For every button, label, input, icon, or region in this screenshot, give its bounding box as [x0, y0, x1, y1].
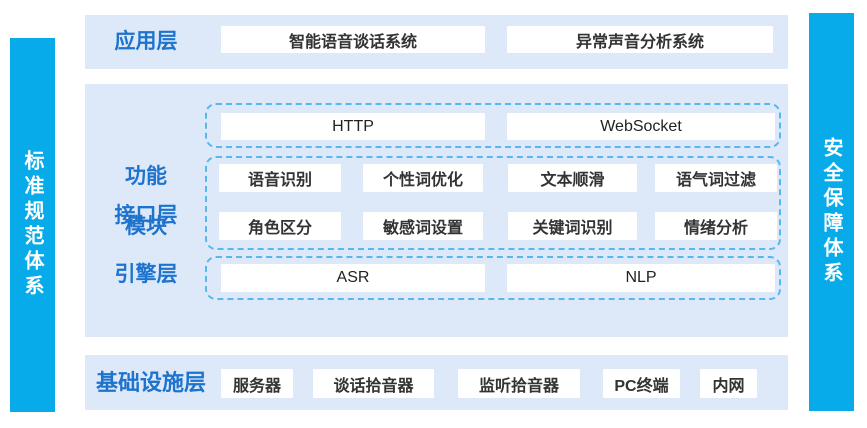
engine-box-asr: ASR — [221, 264, 485, 292]
infra-box-intranet: 内网 — [700, 369, 757, 398]
func-box-speech-recognition: 语音识别 — [219, 164, 341, 192]
function-modules-group — [205, 156, 781, 250]
func-box-text-smoothing: 文本顺滑 — [508, 164, 637, 192]
function-modules-label-line1: 功能 — [125, 165, 167, 188]
infra-box-conversation-microphone: 谈话拾音器 — [313, 369, 434, 398]
function-modules-label-line2: 模块 — [125, 215, 167, 238]
infra-box-server: 服务器 — [221, 369, 293, 398]
standards-system-bar: 标准规范体系 — [10, 38, 55, 412]
standards-system-label: 标准规范体系 — [21, 150, 43, 300]
func-box-personal-word-optimization: 个性词优化 — [363, 164, 483, 192]
security-system-label: 安全保障体系 — [820, 137, 842, 287]
infrastructure-layer-label: 基础设施层 — [95, 370, 206, 395]
middle-layers-panel: 接口层 HTTP WebSocket 功能 模块 语音识别 个性词优化 文本顺滑… — [85, 84, 788, 337]
interface-layer-group — [205, 103, 781, 148]
infra-box-pc-terminal: PC终端 — [603, 369, 680, 398]
func-box-keyword-recognition: 关键词识别 — [508, 212, 637, 240]
func-box-emotion-analysis: 情绪分析 — [655, 212, 777, 240]
application-layer-panel: 应用层 智能语音谈话系统 异常声音分析系统 — [85, 15, 788, 69]
infrastructure-layer-panel: 基础设施层 服务器 谈话拾音器 监听拾音器 PC终端 内网 — [85, 355, 788, 410]
engine-layer-group — [205, 256, 781, 300]
func-box-sensitive-word-setting: 敏感词设置 — [363, 212, 483, 240]
interface-layer-label: 接口层 — [114, 204, 178, 227]
func-box-modal-word-filtering: 语气词过滤 — [655, 164, 777, 192]
interface-box-http: HTTP — [221, 113, 485, 140]
infra-box-monitor-microphone: 监听拾音器 — [458, 369, 580, 398]
app-box-abnormal-sound-analysis-system: 异常声音分析系统 — [507, 26, 773, 53]
application-layer-label: 应用层 — [114, 30, 178, 53]
func-box-role-distinction: 角色区分 — [219, 212, 341, 240]
security-system-bar: 安全保障体系 — [809, 13, 854, 411]
engine-layer-label: 引擎层 — [114, 263, 178, 286]
engine-box-nlp: NLP — [507, 264, 775, 292]
app-box-voice-conversation-system: 智能语音谈话系统 — [221, 26, 485, 53]
interface-box-websocket: WebSocket — [507, 113, 775, 140]
